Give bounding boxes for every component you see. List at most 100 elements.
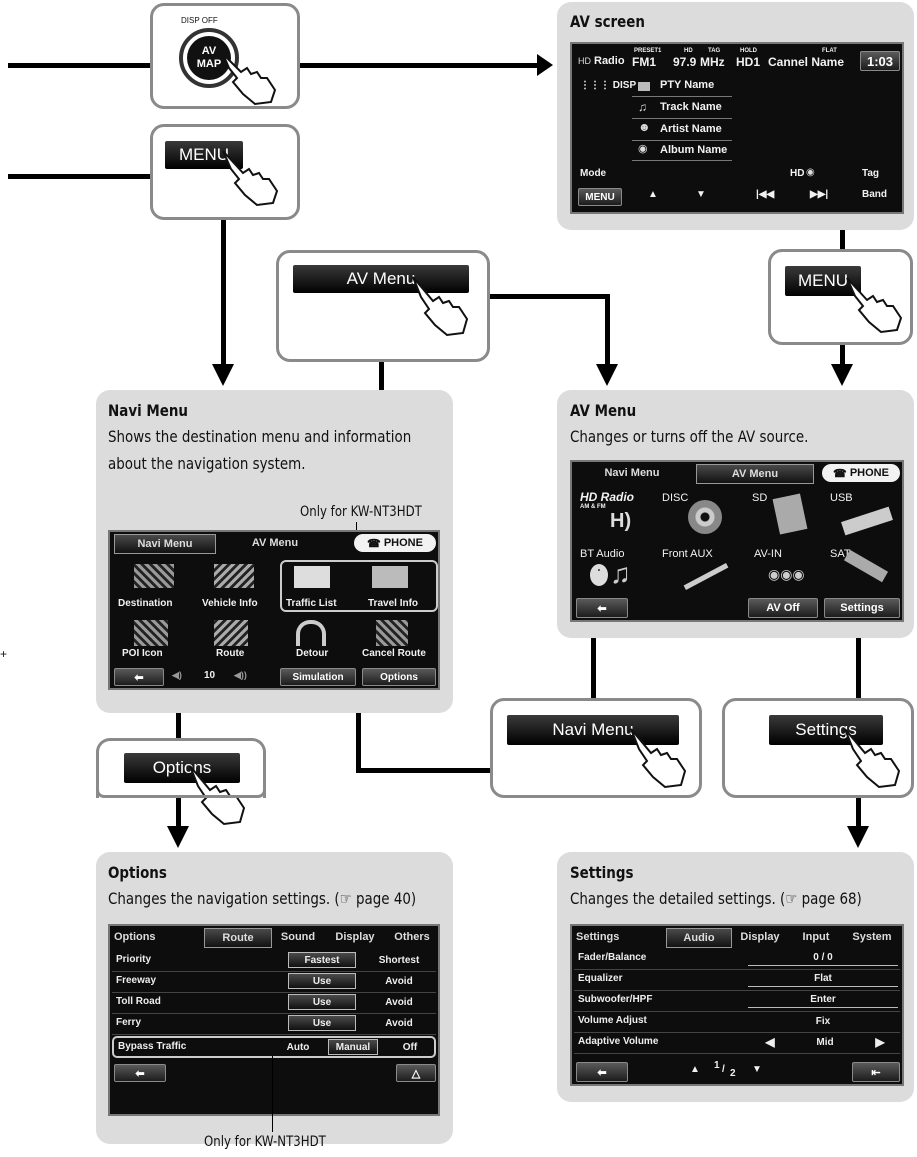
tab-display[interactable]: Display (740, 931, 780, 943)
option-value-fastest[interactable]: Fastest (288, 952, 356, 968)
settings-desc: Changes the detailed settings. (☞ page 6… (570, 889, 862, 908)
artist-name-label: Artist Name (660, 123, 722, 135)
mode-button[interactable]: Mode (580, 168, 607, 179)
back-button[interactable]: ⬅ (114, 668, 164, 686)
setting-value[interactable]: Fix (815, 1015, 831, 1027)
detour-icon (296, 620, 326, 646)
right-arrow-icon[interactable]: ▶ (875, 1035, 885, 1049)
hold-indicator: HOLD (740, 48, 757, 54)
tab-navi-menu[interactable]: Navi Menu (114, 534, 216, 554)
volume-up-icon[interactable]: ◀)) (234, 670, 247, 680)
next-track-icon[interactable]: ▶▶| (810, 189, 829, 200)
options-button[interactable]: Options (124, 753, 240, 783)
icon-label-cancel-route[interactable]: Cancel Route (362, 648, 426, 659)
connector-line (299, 63, 539, 68)
option-value-avoid[interactable]: Avoid (385, 996, 413, 1008)
av-menu-button[interactable]: AV Menu (293, 265, 469, 293)
av-menu-desc: Changes or turns off the AV source. (570, 427, 809, 446)
up-arrow-icon[interactable]: ▲ (648, 189, 658, 200)
icon-label-traffic-list[interactable]: Traffic List (286, 598, 337, 609)
option-value-use[interactable]: Use (288, 973, 356, 989)
exit-button[interactable]: ⇤ (852, 1062, 900, 1082)
source-usb[interactable]: USB (830, 492, 853, 504)
setting-value: Mid (816, 1036, 834, 1048)
tab-audio[interactable]: Audio (666, 928, 732, 948)
tab-navi-menu[interactable]: Navi Menu (604, 467, 660, 479)
option-value-use[interactable]: Use (288, 1015, 356, 1031)
navi-menu-button[interactable]: Navi Menu (507, 715, 679, 745)
option-value-shortest[interactable]: Shortest (378, 954, 420, 966)
icon-label-vehicle-info[interactable]: Vehicle Info (202, 598, 258, 609)
down-arrow-icon[interactable]: ▼ (696, 189, 706, 200)
icon-label-travel-info[interactable]: Travel Info (368, 598, 419, 609)
option-value-use[interactable]: Use (288, 994, 356, 1010)
tab-av-menu[interactable]: AV Menu (696, 464, 814, 484)
tab-phone-label: PHONE (383, 537, 423, 549)
tag-button[interactable]: Tag (862, 168, 880, 179)
source-front-aux[interactable]: Front AUX (662, 548, 713, 560)
option-row-toll-road: Toll Road Use Avoid (112, 992, 436, 1014)
hd-button[interactable]: HD (790, 168, 805, 179)
tab-input[interactable]: Input (802, 931, 830, 943)
page-down-icon[interactable]: ▼ (752, 1064, 762, 1075)
menu-step-left: MENU (150, 124, 300, 220)
tab-av-menu[interactable]: AV Menu (251, 537, 299, 549)
settings-title: Settings (570, 863, 634, 882)
setting-value[interactable]: Enter (748, 992, 898, 1008)
page-up-icon[interactable]: ▲ (690, 1064, 700, 1075)
poi-icon (134, 620, 168, 646)
tab-settings: Settings (576, 931, 620, 943)
tab-phone[interactable]: ☎ PHONE (822, 464, 900, 482)
source-sd[interactable]: SD (752, 492, 768, 504)
settings-soft-button[interactable]: Settings (824, 598, 900, 618)
setting-value[interactable]: 0 / 0 (748, 950, 898, 966)
setting-row-volume-adjust: Volume Adjust Fix (574, 1011, 900, 1033)
tab-others[interactable]: Others (394, 931, 430, 943)
av-off-button[interactable]: AV Off (748, 598, 818, 618)
navi-menu-step: Navi Menu (490, 698, 702, 798)
source-bt-audio[interactable]: BT Audio (580, 548, 625, 560)
divider (632, 118, 732, 119)
connector-line (8, 63, 151, 68)
tab-route[interactable]: Route (204, 928, 272, 948)
pointing-hand-icon (222, 53, 277, 106)
options-soft-button[interactable]: Options (362, 668, 436, 686)
icon-label-route[interactable]: Route (216, 648, 245, 659)
option-value-avoid[interactable]: Avoid (385, 975, 413, 987)
hd-radio-logo[interactable]: HD Radio (580, 490, 634, 504)
back-arrow-icon: ⬅ (597, 602, 607, 615)
navi-menu-desc-line1: Shows the destination menu and informati… (108, 427, 412, 446)
icon-label-detour[interactable]: Detour (296, 648, 329, 659)
previous-track-icon[interactable]: |◀◀ (756, 189, 775, 200)
tab-phone[interactable]: ☎ PHONE (354, 534, 436, 552)
source-av-in[interactable]: AV-IN (754, 548, 782, 560)
option-value-manual[interactable]: Manual (328, 1039, 378, 1055)
back-button[interactable]: ⬅ (576, 598, 628, 618)
option-value-off[interactable]: Off (402, 1041, 418, 1053)
left-arrow-icon[interactable]: ◀ (765, 1035, 775, 1049)
option-row-label: Priority (116, 954, 152, 965)
tab-display[interactable]: Display (335, 931, 375, 943)
menu-button[interactable]: MENU (165, 141, 243, 169)
icon-label-poi-icon[interactable]: POI Icon (122, 648, 163, 659)
arrow-down-icon (212, 364, 234, 386)
settings-button[interactable]: Settings (769, 715, 883, 745)
map-button[interactable]: △ (396, 1064, 436, 1082)
option-value-auto[interactable]: Auto (286, 1041, 310, 1053)
back-button[interactable]: ⬅ (576, 1062, 628, 1082)
menu-soft-button[interactable]: MENU (578, 188, 622, 206)
back-button[interactable]: ⬅ (114, 1064, 166, 1082)
option-value-avoid[interactable]: Avoid (385, 1017, 413, 1029)
tab-sound[interactable]: Sound (280, 931, 316, 943)
band-button[interactable]: Band (862, 189, 887, 200)
tab-system[interactable]: System (852, 931, 892, 943)
navi-menu-desc-line2: about the navigation system. (108, 454, 306, 473)
icon-label-destination[interactable]: Destination (118, 598, 173, 609)
disp-button[interactable]: ⋮⋮⋮ DISP (580, 80, 636, 91)
satellite-icon (843, 549, 889, 583)
volume-down-icon[interactable]: ◀) (172, 670, 182, 680)
source-disc[interactable]: DISC (662, 492, 689, 504)
setting-value[interactable]: Flat (748, 971, 898, 987)
simulation-button[interactable]: Simulation (280, 668, 356, 686)
option-row-freeway: Freeway Use Avoid (112, 971, 436, 993)
